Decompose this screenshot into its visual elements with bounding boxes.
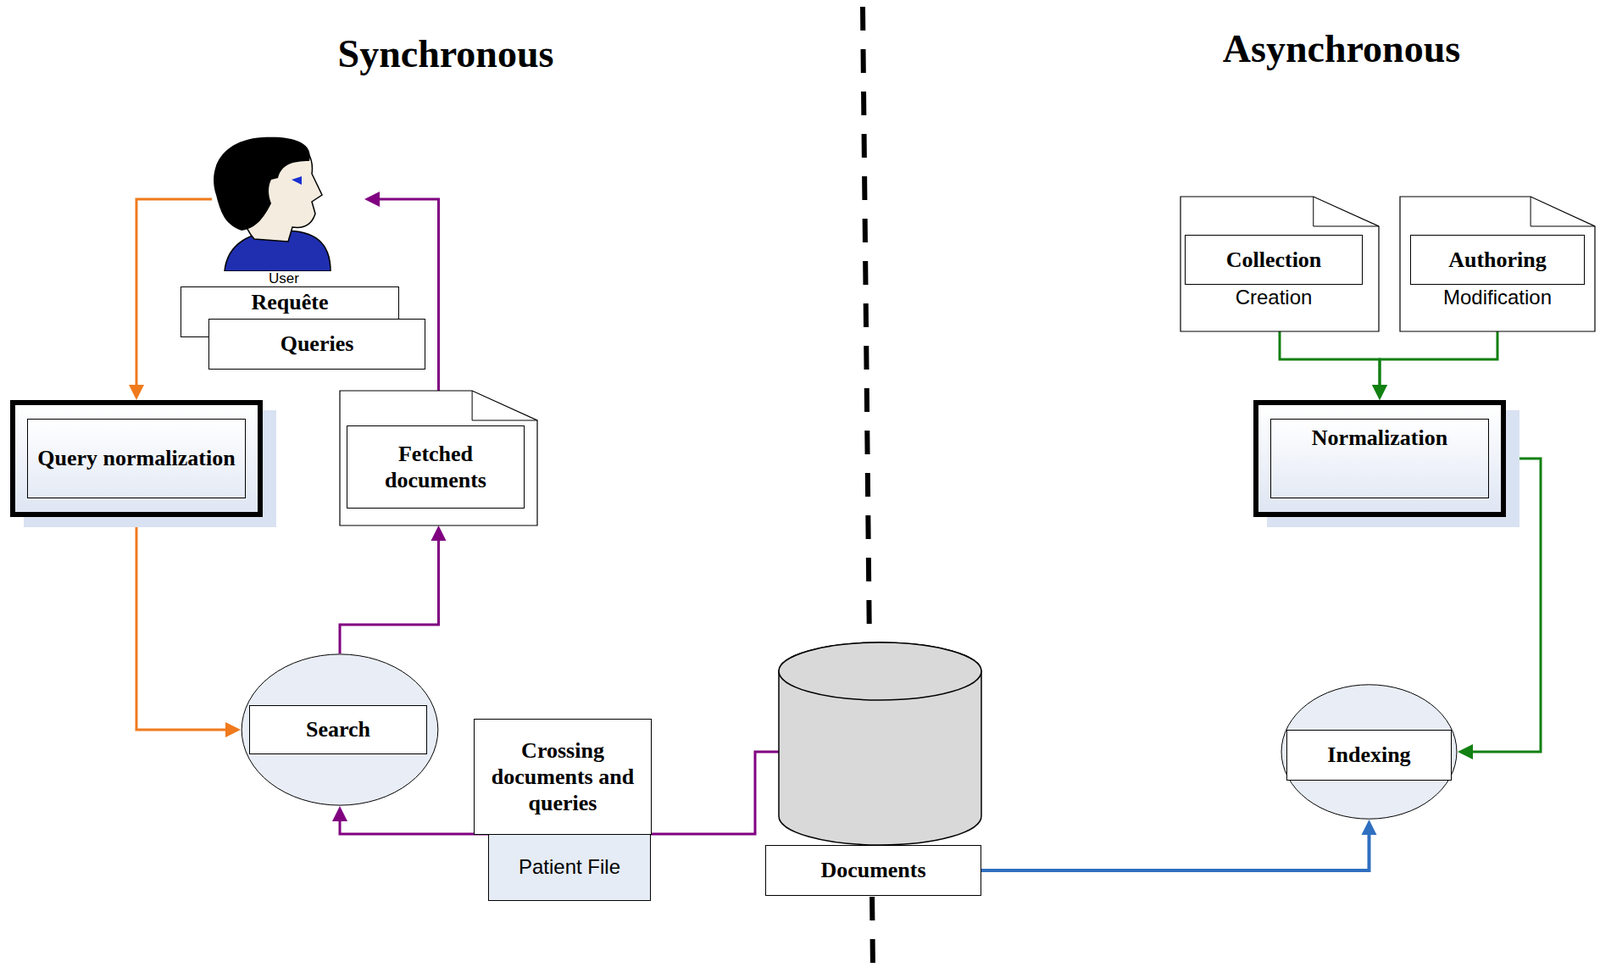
- connector-line: [1379, 331, 1498, 387]
- node-label: Search: [305, 716, 371, 743]
- node-label: Indexing: [1327, 741, 1411, 768]
- user-actor: User: [203, 135, 365, 290]
- section-heading: Asynchronous: [1222, 26, 1461, 72]
- document-fold: [472, 390, 538, 421]
- arrow-head: [364, 191, 380, 207]
- process-ellipse: Search: [240, 653, 439, 806]
- node-label: Collection: [1226, 246, 1323, 273]
- node-label: Patient File: [518, 855, 621, 878]
- section-heading: Synchronous: [338, 31, 555, 77]
- connector: [1279, 331, 1388, 400]
- connector-line: [136, 516, 228, 730]
- arrow-head: [128, 384, 145, 400]
- user-icon: [203, 135, 365, 272]
- node-label: Query normalization: [37, 444, 235, 472]
- document-outline: [1400, 196, 1595, 332]
- label-box: Documents: [765, 844, 982, 896]
- arrow-head: [332, 805, 348, 822]
- text-box: Crossing documents and queries: [473, 718, 652, 835]
- inner-box: Authoring: [1410, 234, 1585, 285]
- inner-box: Query normalization: [27, 418, 246, 499]
- connector: [136, 516, 241, 738]
- node-label: Documents: [820, 856, 926, 884]
- document-fold: [1313, 196, 1379, 227]
- process-ellipse: Indexing: [1280, 683, 1458, 820]
- document-box: Fetched documents: [339, 390, 538, 526]
- node-label: Requête: [251, 288, 329, 316]
- node-sublabel: Modification: [1410, 286, 1585, 309]
- document-box: AuthoringModification: [1400, 196, 1595, 332]
- node-label: Crossing documents and queries: [479, 737, 646, 817]
- cylinder-shape: [765, 640, 982, 849]
- connector-line: [981, 833, 1370, 871]
- document-box: CollectionCreation: [1180, 196, 1379, 332]
- connector: [1372, 331, 1498, 400]
- arrow-head: [1372, 384, 1388, 400]
- connector: [339, 525, 447, 654]
- process-box: Normalization: [1253, 400, 1506, 517]
- node-label: Fetched documents: [350, 440, 521, 494]
- inner-box: Search: [249, 705, 428, 755]
- database-cylinder: Documents: [765, 640, 982, 896]
- node-label: Authoring: [1448, 246, 1547, 273]
- connector-line: [1279, 331, 1380, 387]
- node-label: Queries: [280, 330, 355, 357]
- arrow-head: [225, 722, 241, 738]
- process-box: Query normalization: [10, 400, 263, 517]
- connector-line: [339, 538, 439, 654]
- document-fold: [1530, 196, 1595, 227]
- arrow-head: [1457, 744, 1473, 760]
- inner-box: Indexing: [1286, 729, 1452, 781]
- text-box: Patient File: [488, 833, 651, 901]
- arrow-head: [1372, 384, 1388, 400]
- document-outline: [339, 390, 538, 526]
- inner-box: Fetched documents: [346, 425, 525, 509]
- node-label: Normalization: [1311, 424, 1448, 451]
- text-box: Queries: [208, 318, 426, 370]
- connector: [981, 819, 1378, 871]
- node-sublabel: Creation: [1184, 286, 1363, 309]
- node-label: User: [203, 271, 365, 288]
- arrow-head: [1361, 819, 1378, 835]
- inner-box: Collection: [1184, 234, 1363, 285]
- inner-box: Normalization: [1270, 418, 1489, 499]
- arrow-head: [431, 525, 447, 541]
- document-outline: [1180, 196, 1379, 332]
